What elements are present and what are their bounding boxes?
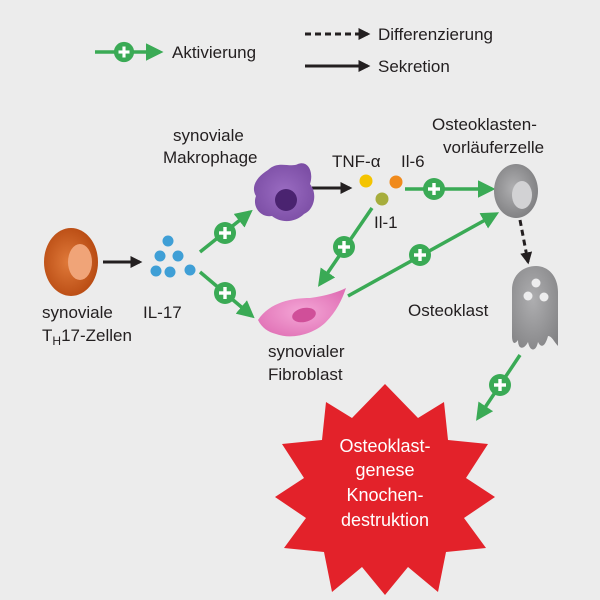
- legend-activation-label: Aktivierung: [172, 43, 256, 62]
- osteoclast-label: Osteoklast: [408, 301, 489, 320]
- plus-icon-fibroblast-precursor: [408, 243, 432, 267]
- plus-icon-osteoclast-outcome: [488, 373, 512, 397]
- labels: synoviale Makrophage synoviale TH17-Zell…: [42, 115, 544, 530]
- il17-label: IL-17: [143, 303, 182, 322]
- plus-icon-cytokines-fibroblast: [332, 235, 356, 259]
- fibroblast-label-line1: synovialer: [268, 342, 345, 361]
- il6-label: Il-6: [401, 152, 425, 171]
- il17-molecules-icon: [150, 235, 196, 278]
- precursor-label-line2: vorläuferzelle: [443, 138, 544, 157]
- activation-plus-icon: [113, 41, 135, 63]
- macrophage-label-line2: Makrophage: [163, 148, 258, 167]
- outcome-label-line2: genese: [355, 460, 414, 480]
- osteoclast-cell-icon: [512, 266, 558, 350]
- outcome-burst-icon: [275, 384, 495, 595]
- legend-secretion-label: Sekretion: [378, 57, 450, 76]
- th17-cell-icon: [44, 228, 98, 296]
- th17-label-line1: synoviale: [42, 303, 113, 322]
- th17-label-line2: TH17-Zellen: [42, 326, 132, 348]
- legend: Aktivierung Differenzierung Sekretion: [95, 25, 493, 76]
- legend-activation: Aktivierung: [95, 41, 256, 63]
- legend-secretion: Sekretion: [305, 57, 450, 76]
- il1-dot-icon: [375, 192, 389, 206]
- precursor-label-line1: Osteoklasten-: [432, 115, 537, 134]
- plus-icon-cytokines-precursor: [422, 177, 446, 201]
- outcome-label-line3: Knochen-: [346, 485, 423, 505]
- macrophage-cell-icon: [253, 163, 315, 222]
- precursor-cell-icon: [494, 164, 538, 218]
- macrophage-label-line1: synoviale: [173, 126, 244, 145]
- legend-differentiation-label: Differenzierung: [378, 25, 493, 44]
- plus-icon-il17-fibroblast: [213, 281, 237, 305]
- arrow-precursor-to-osteoclast: [518, 219, 533, 265]
- outcome-label-line1: Osteoklast-: [339, 436, 430, 456]
- cytokine-dots: [359, 174, 403, 206]
- fibroblast-cell-icon: [258, 288, 346, 337]
- plus-icon-il17-macrophage: [213, 221, 237, 245]
- fibroblast-label-line2: Fibroblast: [268, 365, 343, 384]
- outcome-label-line4: destruktion: [341, 510, 429, 530]
- il1-label: Il-1: [374, 213, 398, 232]
- legend-differentiation: Differenzierung: [305, 25, 493, 44]
- tnf-dot-icon: [359, 174, 373, 188]
- tnf-label: TNF-α: [332, 152, 381, 171]
- il6-dot-icon: [389, 175, 403, 189]
